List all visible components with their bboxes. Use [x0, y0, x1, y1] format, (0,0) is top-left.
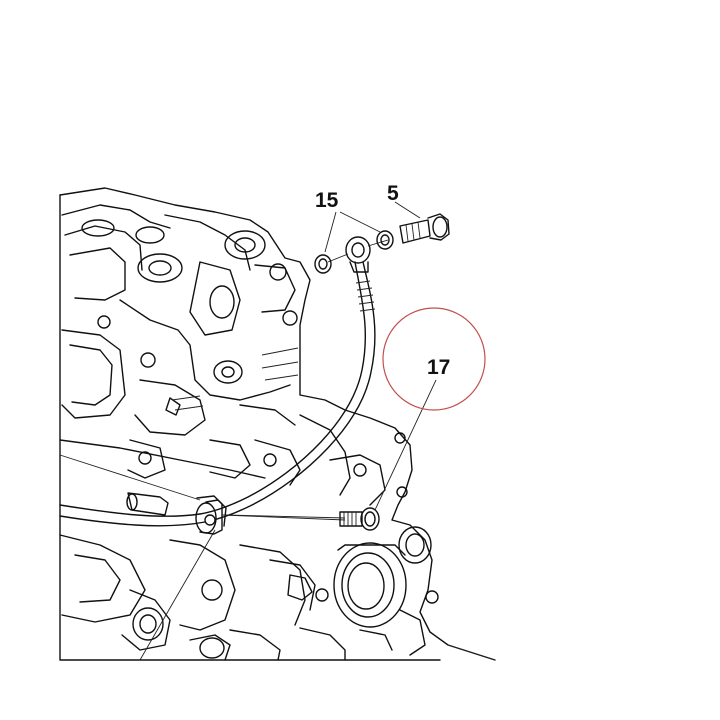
sealing-washers — [314, 230, 394, 274]
callout-highlight-circle — [382, 307, 486, 411]
clamp-bolt — [339, 507, 380, 531]
callout-banjo-bolt: 5 — [387, 182, 399, 205]
banjo-fitting — [327, 236, 389, 273]
pipe-clamp — [195, 495, 346, 535]
callout-washers: 15 — [315, 189, 339, 212]
oil-pipe — [59, 261, 376, 527]
banjo-bolt — [399, 213, 450, 244]
engine-block — [59, 187, 496, 661]
callout-clamp-bolt: 17 — [427, 356, 450, 379]
leader-lines — [324, 201, 437, 511]
